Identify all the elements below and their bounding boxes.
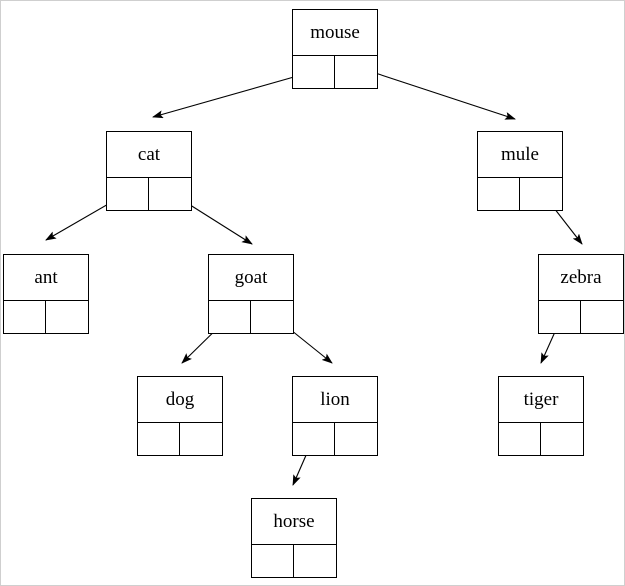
tree-node-goat[interactable]: goat: [208, 254, 294, 334]
right-child-pointer-cell: [149, 178, 191, 210]
tree-node-label: cat: [107, 132, 191, 178]
edge-mouse-to-mule: [356, 66, 516, 120]
left-child-pointer-cell: [4, 301, 46, 333]
tree-node-label: mule: [478, 132, 562, 178]
tree-node-zebra[interactable]: zebra: [538, 254, 624, 334]
pointer-cells: [539, 301, 623, 333]
right-child-pointer-cell: [541, 423, 583, 455]
left-child-pointer-cell: [293, 56, 335, 88]
tree-node-label: tiger: [499, 377, 583, 423]
left-child-pointer-cell: [107, 178, 149, 210]
tree-node-cat[interactable]: cat: [106, 131, 192, 211]
tree-node-label: mouse: [293, 10, 377, 56]
right-child-pointer-cell: [180, 423, 222, 455]
tree-node-ant[interactable]: ant: [3, 254, 89, 334]
right-child-pointer-cell: [520, 178, 562, 210]
right-child-pointer-cell: [581, 301, 623, 333]
right-child-pointer-cell: [335, 56, 377, 88]
tree-node-horse[interactable]: horse: [251, 498, 337, 578]
right-child-pointer-cell: [335, 423, 377, 455]
pointer-cells: [4, 301, 88, 333]
tree-node-label: lion: [293, 377, 377, 423]
tree-node-lion[interactable]: lion: [292, 376, 378, 456]
right-child-pointer-cell: [46, 301, 88, 333]
pointer-cells: [499, 423, 583, 455]
tree-node-label: dog: [138, 377, 222, 423]
pointer-cells: [138, 423, 222, 455]
left-child-pointer-cell: [293, 423, 335, 455]
left-child-pointer-cell: [209, 301, 251, 333]
pointer-cells: [107, 178, 191, 210]
tree-node-mouse[interactable]: mouse: [292, 9, 378, 89]
pointer-cells: [209, 301, 293, 333]
tree-node-label: zebra: [539, 255, 623, 301]
left-child-pointer-cell: [499, 423, 541, 455]
left-child-pointer-cell: [478, 178, 520, 210]
tree-node-label: horse: [252, 499, 336, 545]
tree-node-tiger[interactable]: tiger: [498, 376, 584, 456]
tree-node-dog[interactable]: dog: [137, 376, 223, 456]
pointer-cells: [252, 545, 336, 577]
tree-node-label: ant: [4, 255, 88, 301]
edge-mouse-to-cat: [152, 70, 316, 119]
left-child-pointer-cell: [138, 423, 180, 455]
left-child-pointer-cell: [539, 301, 581, 333]
left-child-pointer-cell: [252, 545, 294, 577]
tree-node-label: goat: [209, 255, 293, 301]
pointer-cells: [293, 56, 377, 88]
right-child-pointer-cell: [251, 301, 293, 333]
tree-node-mule[interactable]: mule: [477, 131, 563, 211]
pointer-cells: [293, 423, 377, 455]
pointer-cells: [478, 178, 562, 210]
right-child-pointer-cell: [294, 545, 336, 577]
